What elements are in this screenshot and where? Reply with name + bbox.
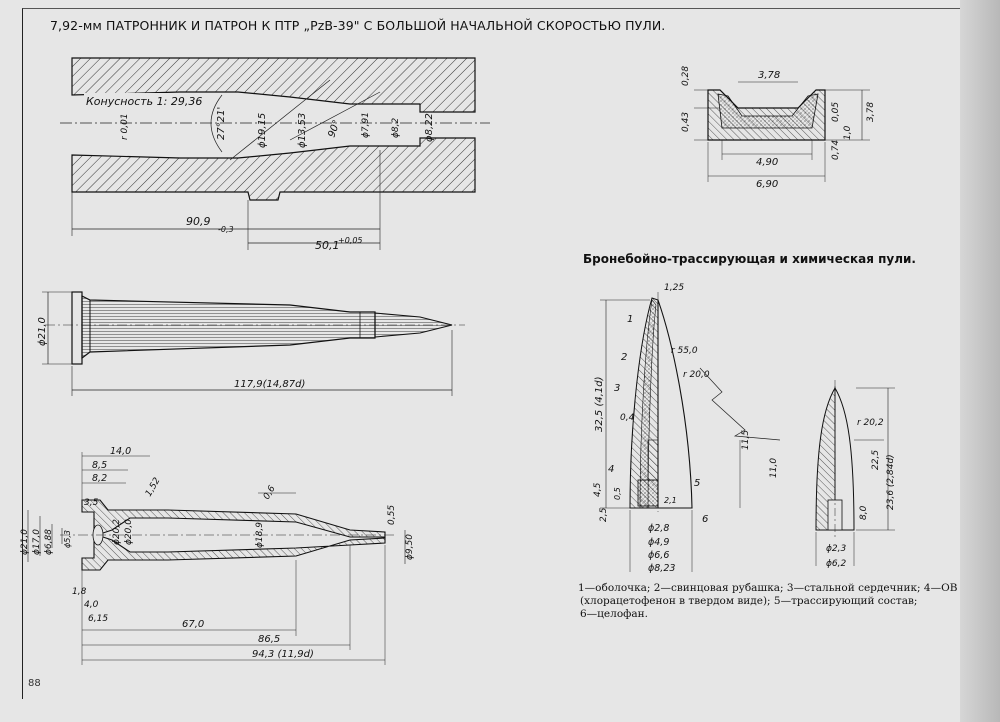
groove-label: ϕ8,2 bbox=[391, 117, 401, 138]
page-title: 7,92-мм ПАТРОННИК И ПАТРОН К ПТР „PzB-39… bbox=[50, 18, 666, 33]
cup-dim-left-top: 0,28 bbox=[681, 66, 691, 86]
case-dim-bottom-4: 67,0 bbox=[182, 619, 204, 630]
case-dim-left-4: ϕ5,3 bbox=[63, 530, 72, 548]
legend-line: 6—целофан. bbox=[580, 608, 648, 620]
bullet-d-3: ϕ6,6 bbox=[648, 550, 669, 561]
page-edge bbox=[960, 0, 1000, 722]
part-label-1: 1 bbox=[627, 314, 633, 325]
base-dim-05: 0,5 bbox=[613, 487, 622, 500]
chem-dim-80: 8,0 bbox=[859, 505, 869, 520]
ogive-radius-2: r 20,0 bbox=[683, 370, 710, 380]
case-dim-top-3: 8,2 bbox=[92, 473, 107, 484]
bullet-d-1: ϕ2,8 bbox=[648, 523, 669, 534]
part-label-4: 4 bbox=[608, 464, 614, 475]
chamber-section: Конусность 1: 29,36 27°21' 90° r 0,01 ϕ1… bbox=[60, 57, 490, 252]
page-number: 88 bbox=[28, 678, 41, 689]
shoulder-diameter-label: ϕ13,53 bbox=[297, 113, 308, 148]
case-dim-top-6: 0,6 bbox=[262, 484, 278, 502]
cup-dim-inner: 4,90 bbox=[756, 157, 778, 168]
cup-dim-left-bottom: 0,43 bbox=[681, 112, 691, 132]
taper-label: Конусность 1: 29,36 bbox=[86, 95, 202, 108]
case-mouth-diameter: ϕ9,50 bbox=[405, 534, 415, 560]
case-dim-top-2: 8,5 bbox=[92, 460, 107, 471]
case-dim-top-1: 14,0 bbox=[110, 446, 131, 457]
bullet-length: 32,5 (4,1d) bbox=[594, 377, 605, 433]
sheet-frame bbox=[22, 8, 967, 699]
ogive-radius-1: r 55,0 bbox=[671, 346, 698, 356]
neck-diameter-label: ϕ8,22 bbox=[424, 113, 435, 142]
case-dim-left-2: ϕ17,0 bbox=[32, 529, 42, 555]
chem-radius: r 20,2 bbox=[857, 418, 884, 428]
angle-2-label: 90° bbox=[326, 119, 342, 139]
legend-line: 1—оболочка; 2—свинцовая рубашка; 3—сталь… bbox=[578, 582, 958, 594]
cup-dim-bottom-small: 0,74 bbox=[831, 140, 841, 160]
case-dim-left-1: ϕ21,0 bbox=[20, 529, 30, 555]
core-dim-110: 11,0 bbox=[769, 458, 779, 478]
cartridge-view: ϕ21,0 117,9(14,87d) bbox=[37, 291, 465, 396]
base-dim-21: 2,1 bbox=[664, 496, 677, 505]
case-dim-bottom-1: 1,8 bbox=[72, 587, 87, 597]
angle-1-label: 27°21' bbox=[216, 107, 227, 140]
chamber-length-label: 90,9 bbox=[186, 215, 211, 228]
case-dim-bottom-3: 6,15 bbox=[88, 614, 108, 624]
cup-dim-right-b: 1,0 bbox=[843, 125, 853, 140]
case-dim-top-4: 3,5 bbox=[84, 498, 99, 508]
legend-line: (хлорацетофенон в твердом виде); 5—трасс… bbox=[580, 595, 918, 607]
case-dim-bottom-2: 4,0 bbox=[84, 600, 99, 610]
case-dim-top-5: 1,52 bbox=[144, 476, 163, 499]
case-dim-bottom-5: 86,5 bbox=[258, 634, 280, 645]
case-dim-left-3: ϕ6,88 bbox=[44, 529, 54, 555]
body-diameter-label: ϕ19,15 bbox=[257, 113, 268, 148]
neck-length-tol: +0,05 bbox=[338, 236, 363, 245]
core-dim-115: 11,5 bbox=[741, 430, 751, 450]
cartridge-diameter: ϕ21,0 bbox=[37, 317, 48, 346]
part-label-2: 2 bbox=[621, 352, 627, 363]
bullet-section-title: Бронебойно-трассирующая и химическая пул… bbox=[583, 252, 916, 266]
chem-length: 23,6 (2,84d) bbox=[886, 454, 896, 510]
part-label-5: 5 bbox=[694, 478, 700, 489]
tip-dim: 1,25 bbox=[664, 283, 684, 293]
cup-dim-outer: 6,90 bbox=[756, 179, 778, 190]
radius-label: r 0,01 bbox=[120, 113, 130, 140]
case-body-diameter: ϕ18,9 bbox=[255, 522, 265, 548]
chem-d-base: ϕ6,2 bbox=[826, 559, 847, 569]
cartridge-length: 117,9(14,87d) bbox=[234, 379, 305, 390]
tracer-cup-detail: 3,78 0,28 0,43 4,90 6,90 0,05 1,0 3,78 0… bbox=[681, 66, 876, 190]
cup-dim-right-c: 3,78 bbox=[866, 102, 876, 122]
ap-tracer-bullet-section: 32,5 (4,1d) 1,25 r 55,0 r 20,0 11,5 11,0… bbox=[593, 283, 781, 574]
parts-legend: 1—оболочка; 2—свинцовая рубашка; 3—сталь… bbox=[578, 582, 958, 621]
case-mouth-wall: 0,55 bbox=[387, 505, 397, 525]
part-label-6: 6 bbox=[702, 514, 708, 525]
case-head-diameter: ϕ20,0 bbox=[124, 519, 134, 545]
base-dim-45: 4,5 bbox=[593, 482, 603, 497]
base-dim-25: 2,5 bbox=[599, 507, 609, 522]
part-label-3: 3 bbox=[614, 383, 620, 394]
case-web-diameter: ϕ20,2 bbox=[112, 519, 122, 545]
chem-dim-225: 22,5 bbox=[871, 450, 881, 470]
bullet-d-2: ϕ4,9 bbox=[648, 537, 669, 548]
neck-length-label: 50,1 bbox=[315, 239, 340, 252]
bore-label: ϕ7,91 bbox=[361, 112, 371, 138]
wall-dim: 0,4 bbox=[620, 413, 635, 423]
cup-dim-top: 3,78 bbox=[758, 70, 780, 81]
case-section: 14,0 8,5 8,2 3,5 1,52 0,6 ϕ21,0 ϕ17,0 ϕ6… bbox=[20, 446, 415, 665]
chem-d-small: ϕ2,3 bbox=[826, 544, 847, 554]
chemical-bullet: r 20,2 22,5 23,6 (2,84d) 8,0 ϕ2,3 ϕ6,2 bbox=[815, 380, 896, 569]
case-dim-bottom-6: 94,3 (11,9d) bbox=[252, 649, 314, 660]
chamber-length-tol: -0,3 bbox=[218, 225, 234, 234]
cup-dim-right-a: 0,05 bbox=[831, 102, 841, 122]
bullet-d-4: ϕ8,23 bbox=[648, 563, 675, 574]
